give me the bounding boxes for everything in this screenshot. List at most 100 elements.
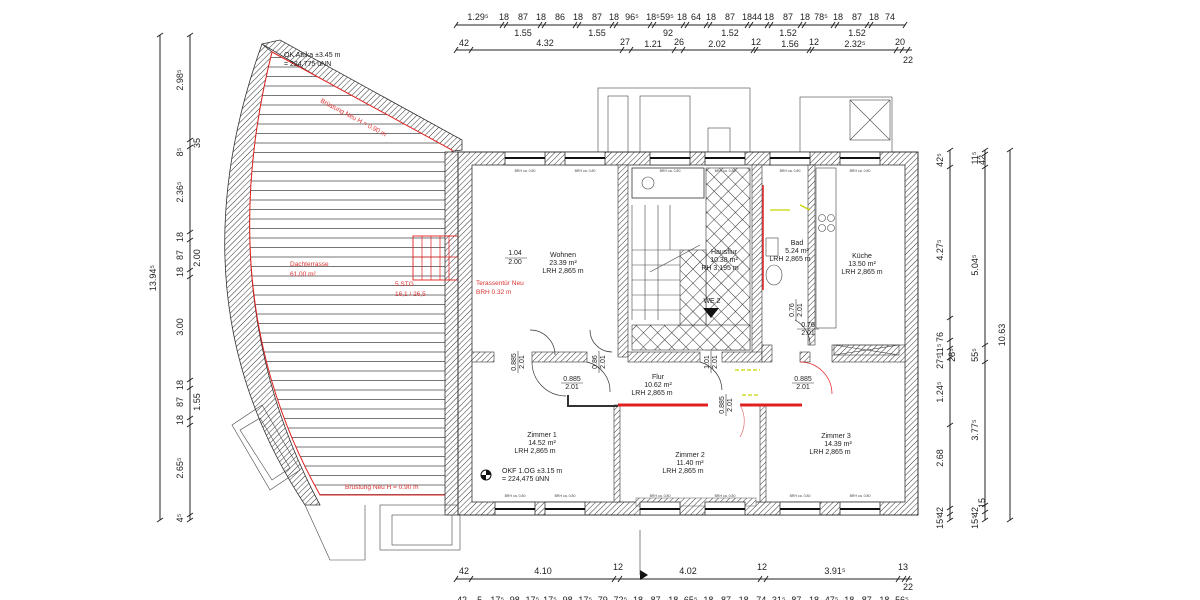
dimension-label: 98 xyxy=(510,595,520,600)
terrace-area: 61,00 m² xyxy=(290,271,316,278)
dimension-label: 1.29⁵ xyxy=(467,12,489,22)
dimension-label: 87 xyxy=(783,12,793,22)
room-name: Bad xyxy=(791,240,804,247)
room-height: LRH 2,865 m xyxy=(841,269,882,276)
terrace-name: Dachterrasse xyxy=(290,261,329,268)
dimension-label: 86 xyxy=(555,12,565,22)
dimension-label: 2.98⁵ xyxy=(175,69,185,91)
dimension-label: 18 xyxy=(833,12,843,22)
dimension-label: 18 xyxy=(703,595,713,600)
dimension-label: 3.00 xyxy=(175,318,185,336)
floor-nn-label: = 224,475 üNN xyxy=(502,476,549,483)
dimension-label: 56⁵ xyxy=(895,595,909,600)
door-width: 0.885 xyxy=(511,353,518,371)
dimension-label: 20 xyxy=(895,37,905,47)
door-width: 0.86 xyxy=(592,355,599,369)
dimension-label: 1.21 xyxy=(644,39,662,49)
dimension-label: 18 xyxy=(668,595,678,600)
dimension-label: 2.32⁵ xyxy=(844,39,866,49)
dimension-label: 87 xyxy=(518,12,528,22)
dimension-label: 12 xyxy=(751,37,761,47)
dimension-label: 17⁵ xyxy=(578,595,592,600)
dimension-label: 42 xyxy=(977,155,987,165)
dimension-label: 18 xyxy=(175,232,185,242)
entrance-arrow-icon xyxy=(703,308,719,318)
dimension-label: 18 xyxy=(764,12,774,22)
dimension-label: 18 xyxy=(879,595,889,600)
dimension-label: 12 xyxy=(757,562,767,572)
roof-terrace: OK Attika ±3.45 m = 224,775 üNN Brüstung… xyxy=(224,39,501,561)
dimension-label: 4.02 xyxy=(679,566,697,576)
dimension-label: 11⁵ xyxy=(935,343,945,356)
room-name: Hausflur xyxy=(711,249,738,256)
door-width: 0.885 xyxy=(794,376,812,383)
dimension-label: 18 xyxy=(573,12,583,22)
dimension-label: 55⁵ xyxy=(970,348,980,362)
room-height: LRH 2,865 m xyxy=(514,448,555,455)
dimension-label: 31⁵ xyxy=(772,595,786,600)
dimension-label: 42 xyxy=(457,595,467,600)
door-height: 2.01 xyxy=(519,355,526,369)
dimension-label: 13 xyxy=(898,562,908,572)
room-area: 13.50 m² xyxy=(848,261,876,268)
brh-label: BRH ca. 0.80 xyxy=(790,494,811,498)
dimension-label: 4.32 xyxy=(536,38,554,48)
dimension-label: 28⁵ xyxy=(947,348,957,362)
dimension-label: 18 xyxy=(677,12,687,22)
dimension-label: 72⁵ xyxy=(614,595,628,600)
room-name: Küche xyxy=(852,253,872,260)
room-area: 10.62 m² xyxy=(644,382,672,389)
dimension-label: 87 xyxy=(725,12,735,22)
dimension-label: 98 xyxy=(563,595,573,600)
brh-label: BRH ca. 0.80 xyxy=(715,169,736,173)
brh-label: BRH ca. 0.80 xyxy=(555,494,576,498)
room-name: Zimmer 2 xyxy=(675,452,705,459)
dimension-label: 18 xyxy=(844,595,854,600)
unit-label: WE 2 xyxy=(703,298,720,305)
dimension-label: 18 xyxy=(800,12,810,22)
door-height: 2.01 xyxy=(797,303,804,317)
dimension-label: 87 xyxy=(791,595,801,600)
room-area: 10.38 m² xyxy=(710,257,738,264)
dimension-label: 1.24⁵ xyxy=(935,381,945,403)
dimension-label: 18 xyxy=(499,12,509,22)
door-width: 0.76 xyxy=(801,322,815,329)
brh-label: BRH ca. 0.80 xyxy=(715,494,736,498)
door-height: 2.01 xyxy=(712,355,719,369)
door-width: 1.01 xyxy=(704,355,711,369)
dimension-label: 4.27⁵ xyxy=(935,239,945,261)
brh-label: BRH ca. 0.80 xyxy=(780,169,801,173)
dimension-label: 17⁵ xyxy=(526,595,540,600)
door-height: 2.01 xyxy=(801,330,815,337)
dimension-label: 18 xyxy=(739,595,749,600)
fixtures xyxy=(735,167,900,396)
room-height: LRH 2,865 m xyxy=(542,268,583,275)
dimension-label: 27⁵ xyxy=(935,355,945,369)
dimension-label: 15⁵ xyxy=(970,515,980,529)
door-height: 2.01 xyxy=(727,398,734,412)
floor-level-marker: OKF 1.OG ±3.15 m = 224,475 üNN xyxy=(480,468,562,483)
dimension-label: 1.55 xyxy=(588,28,606,38)
dimension-label: 79 xyxy=(598,595,608,600)
door-width: 0.76 xyxy=(789,303,796,317)
dimension-label: 18 xyxy=(175,415,185,425)
brh-label: BRH ca. 0.80 xyxy=(505,494,526,498)
dimension-label: 18 xyxy=(536,12,546,22)
dimension-label: 3.91⁵ xyxy=(824,566,846,576)
stair-steps-label: 5 STG xyxy=(395,281,414,288)
stair-ratio-label: 16,1 / 26,5 xyxy=(395,291,426,298)
room-name: Flur xyxy=(652,374,665,381)
dimension-label: 2.36⁵ xyxy=(175,181,185,203)
